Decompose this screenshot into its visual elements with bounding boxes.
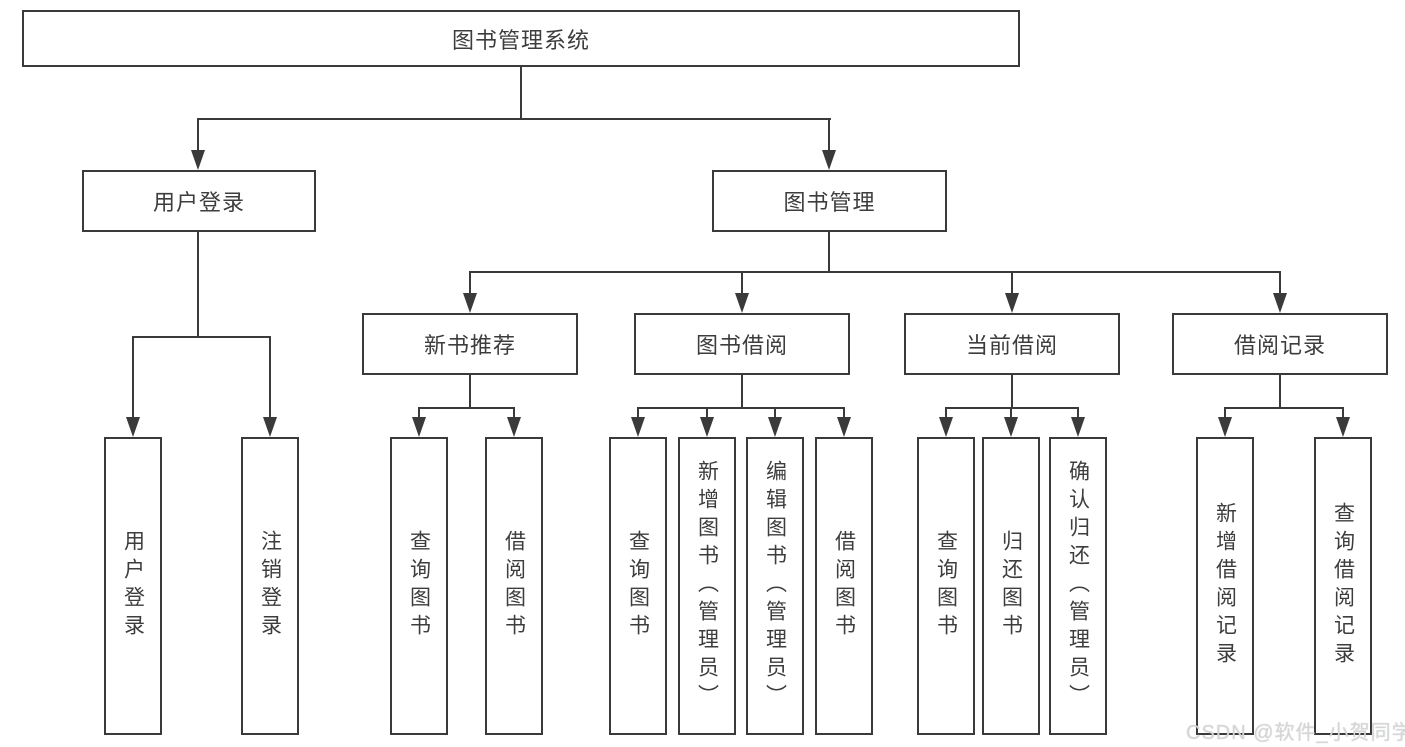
node-label: 图书借阅 [695,333,788,358]
arrow-head [1004,417,1018,437]
arrow-head [735,293,749,313]
arrow-head [1273,293,1287,313]
leaf-label: 新增图书（管理员） [695,460,719,712]
arrow-head [126,417,140,437]
connector-line [1010,407,1012,417]
node-label: 图书管理 [783,190,876,215]
arrow-head [939,417,953,437]
node-book-borrowing: 图书借阅 [634,313,850,375]
leaf-label: 查询图书 [626,530,650,642]
leaf-edit-books-admin: 编辑图书（管理员） [746,437,804,735]
node-label: 当前借阅 [965,333,1058,358]
connector-line [637,407,845,409]
leaf-query-books-borrowing: 查询图书 [609,437,667,735]
connector-line [469,375,471,407]
connector-line [1342,407,1344,417]
leaf-return-books: 归还图书 [982,437,1040,735]
node-label: 借阅记录 [1233,333,1326,358]
connector-line [828,118,830,150]
arrow-head [631,417,645,437]
connector-line [637,407,639,417]
connector-line [469,271,1281,273]
connector-line [774,407,776,417]
arrow-head [1005,293,1019,313]
arrow-head [768,417,782,437]
leaf-label: 查询图书 [934,530,958,642]
arrow-head [700,417,714,437]
arrow-head [191,150,205,170]
leaf-user-login: 用户登录 [104,437,162,735]
connector-line [741,271,743,293]
leaf-add-books-admin: 新增图书（管理员） [678,437,736,735]
connector-line [269,336,271,417]
node-borrowing-records: 借阅记录 [1172,313,1388,375]
connector-line [828,232,830,271]
leaf-confirm-return-admin: 确认归还（管理员） [1049,437,1107,735]
leaf-label: 确认归还（管理员） [1066,460,1090,712]
leaf-label: 注销登录 [258,530,282,642]
leaf-label: 归还图书 [999,530,1023,642]
arrow-head [507,417,521,437]
arrow-head [837,417,851,437]
connector-line [132,336,270,338]
leaf-query-borrow-record: 查询借阅记录 [1314,437,1372,735]
arrow-head [822,150,836,170]
leaf-borrow-books: 借阅图书 [815,437,873,735]
arrow-head [263,417,277,437]
node-label: 用户登录 [152,190,245,215]
leaf-query-books-current: 查询图书 [917,437,975,735]
connector-line [1279,375,1281,407]
node-label: 图书管理系统 [451,27,590,53]
node-current-borrowing: 当前借阅 [904,313,1120,375]
connector-line [741,375,743,407]
leaf-label: 借阅图书 [832,530,856,642]
connector-line [843,407,845,417]
arrow-head [1336,417,1350,437]
leaf-label: 编辑图书（管理员） [763,460,787,712]
arrow-head [1071,417,1085,437]
connector-line [1279,271,1281,293]
leaf-query-books-recommend: 查询图书 [390,437,448,735]
leaf-label: 用户登录 [121,530,145,642]
connector-line [418,407,420,417]
leaf-logout: 注销登录 [241,437,299,735]
connector-line [469,271,471,293]
connector-line [945,407,947,417]
connector-line [1011,271,1013,293]
connector-line [520,67,522,118]
connector-line [1077,407,1079,417]
connector-line [513,407,515,417]
arrow-head [1218,417,1232,437]
node-new-book-recommendation: 新书推荐 [362,313,578,375]
arrow-head [463,293,477,313]
connector-line [1224,407,1344,409]
connector-line [132,336,134,417]
connector-line [197,232,199,336]
connector-line [706,407,708,417]
node-label: 新书推荐 [423,333,516,358]
node-book-management: 图书管理 [712,170,947,232]
leaf-label: 借阅图书 [502,530,526,642]
node-user-login: 用户登录 [82,170,316,232]
connector-line [1011,375,1013,407]
connector-line [197,118,199,150]
leaf-label: 查询借阅记录 [1331,502,1355,670]
leaf-add-borrow-record: 新增借阅记录 [1196,437,1254,735]
node-library-management-system: 图书管理系统 [22,10,1020,67]
leaf-label: 查询图书 [407,530,431,642]
leaf-borrow-books-recommend: 借阅图书 [485,437,543,735]
connector-line [418,407,515,409]
arrow-head [412,417,426,437]
connector-line [197,118,831,120]
connector-line [1224,407,1226,417]
connector-line [945,407,1079,409]
leaf-label: 新增借阅记录 [1213,502,1237,670]
watermark: CSDN @软件_小贺同学 [1186,722,1405,744]
